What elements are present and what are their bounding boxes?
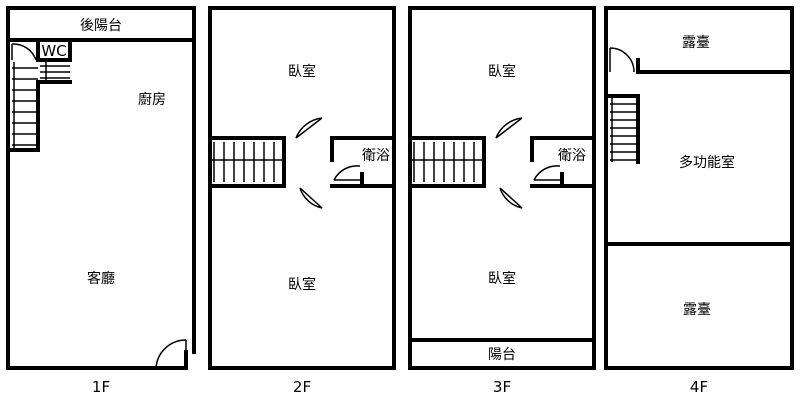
room-label-terrace-top: 露臺 [682, 35, 710, 51]
floor-1f-outer-wall [6, 6, 196, 370]
floor-4f: 露臺 多功能室 露臺 4F [604, 6, 794, 396]
floor-1f-stair-wall [6, 80, 72, 152]
floor-label-2f: 2F [293, 378, 311, 396]
room-label-bathroom: 衛浴 [558, 148, 586, 164]
floor-2f: 臥室 衛浴 臥室 2F [208, 6, 396, 396]
floor-2f-staircase [212, 142, 282, 182]
room-label-bedroom-bottom: 臥室 [488, 270, 516, 287]
floor-label-1f: 1F [92, 378, 110, 396]
room-label-bedroom-top: 臥室 [488, 63, 516, 80]
floor-1f-staircase [12, 62, 70, 148]
room-label-multipurpose-room: 多功能室 [679, 154, 735, 171]
floor-label-3f: 3F [493, 378, 511, 396]
floor-2f-bathroom-door [333, 165, 361, 181]
floor-4f-outer-wall [604, 6, 794, 370]
room-label-bedroom-bottom: 臥室 [288, 276, 316, 293]
floor-2f-bedroom-top-door [295, 117, 323, 139]
room-label-rear-balcony: 後陽台 [80, 18, 122, 34]
room-label-kitchen: 廚房 [138, 91, 166, 108]
floor-3f-staircase [412, 142, 482, 182]
floor-3f: 臥室 衛浴 臥室 陽台 3F [408, 6, 596, 396]
room-label-terrace-bottom: 露臺 [683, 302, 711, 318]
room-label-bathroom: 衛浴 [362, 148, 390, 164]
floor-1f-entrance-door [155, 339, 187, 369]
floor-1f-wc-wall [36, 38, 72, 62]
floor-3f-corridor-wall [408, 136, 596, 188]
floor-4f-terrace-door [609, 47, 635, 73]
room-label-living-room: 客廳 [87, 270, 115, 287]
floor-label-4f: 4F [690, 378, 708, 396]
floor-4f-terrace-top-wall [636, 58, 794, 74]
room-label-wc: WC [41, 42, 66, 60]
floor-2f-bedroom-bottom-door [299, 187, 323, 209]
room-label-bedroom-top: 臥室 [288, 63, 316, 80]
floor-3f-bathroom-door [533, 165, 561, 181]
floor-1f: WC 後陽台 廚房 客廳 1F [6, 6, 196, 396]
room-label-balcony: 陽台 [488, 347, 516, 363]
floor-2f-corridor-wall [208, 136, 396, 188]
floor-3f-bedroom-top-door [495, 117, 523, 139]
floor-4f-staircase [604, 94, 640, 164]
floor-3f-bedroom-bottom-door [499, 187, 523, 209]
floor-1f-wc-door [11, 43, 37, 61]
